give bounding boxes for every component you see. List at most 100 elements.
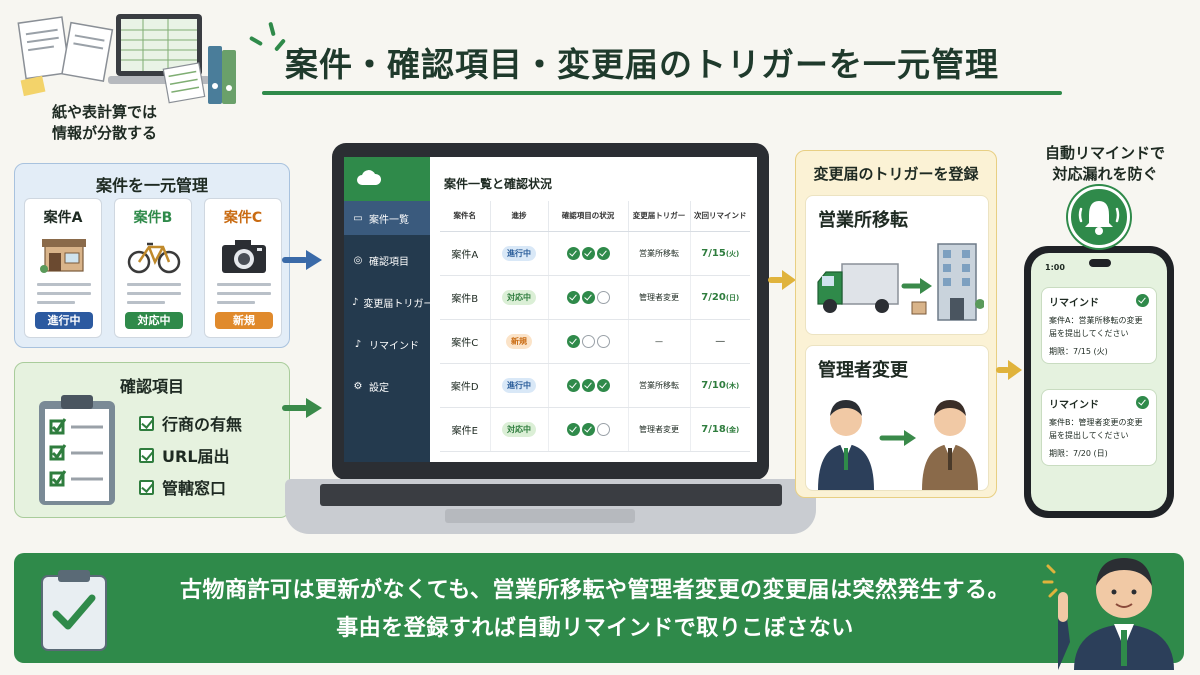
column-header[interactable]: 案件名 bbox=[440, 201, 491, 232]
table-row[interactable]: 案件E 対応中 管理者変更 7/18(金) bbox=[440, 407, 750, 452]
case-card-b[interactable]: 案件B 対応中 bbox=[114, 198, 192, 338]
case-card-c[interactable]: 案件C 新規 bbox=[204, 198, 282, 338]
laptop-keyboard bbox=[320, 484, 782, 506]
case-card-lines bbox=[217, 283, 271, 310]
reminder-title: リマインド bbox=[1049, 298, 1099, 309]
check-circle-icon bbox=[1136, 294, 1149, 307]
reminder-title: リマインド bbox=[1049, 400, 1099, 411]
trigger-cell: 営業所移転 bbox=[628, 231, 691, 276]
reminder-body: 案件A：営業所移転の変更届を提出してください bbox=[1049, 316, 1143, 338]
person-swap-icon bbox=[818, 400, 978, 490]
check-circle-icon bbox=[1136, 396, 1149, 409]
column-header[interactable]: 確認項目の状況 bbox=[548, 201, 629, 232]
shop-icon bbox=[40, 239, 86, 273]
remind-cell: 7/18(金) bbox=[690, 407, 750, 452]
arrow-right-icon bbox=[282, 398, 322, 418]
sidebar-item-label: 設定 bbox=[369, 382, 389, 394]
truck-building-icon bbox=[817, 243, 984, 321]
check-empty-icon bbox=[581, 334, 595, 348]
phone-caption-line: 対応漏れを防ぐ bbox=[1052, 165, 1158, 183]
case-name-cell: 案件D bbox=[440, 363, 491, 408]
smartphone: 1:00 リマインド 案件A：営業所移転の変更届を提出してください 期限：7/1… bbox=[1024, 246, 1174, 518]
checkbox-icon bbox=[139, 447, 154, 463]
trigger-card-office-move[interactable]: 営業所移転 bbox=[805, 195, 989, 335]
trigger-card-manager-change[interactable]: 管理者変更 bbox=[805, 345, 989, 491]
reminder-deadline: 期限：7/15 (火) bbox=[1049, 347, 1108, 356]
table-row[interactable]: 案件A 進行中 営業所移転 7/15(火) bbox=[440, 231, 750, 276]
businessman-pointing-illustration bbox=[1042, 558, 1174, 670]
laptop-touchpad bbox=[445, 509, 635, 523]
camera-icon bbox=[222, 240, 266, 273]
status-cell: 対応中 bbox=[490, 407, 549, 452]
check-done-icon bbox=[566, 290, 580, 304]
check-done-icon bbox=[566, 378, 580, 392]
sidebar-item-label: 確認項目 bbox=[369, 256, 409, 268]
check-items-panel: 確認項目 行商の有無 URL届出 管轄窓口 bbox=[14, 362, 290, 518]
sidebar-item-label: 変更届トリガー bbox=[363, 298, 434, 310]
checkbox-icon bbox=[139, 415, 154, 431]
check-done-icon bbox=[596, 246, 610, 260]
case-card-name: 案件A bbox=[43, 210, 83, 226]
check-done-icon bbox=[581, 246, 595, 260]
check-done-icon bbox=[566, 246, 580, 260]
clipboard-check-icon bbox=[41, 570, 107, 651]
table-row[interactable]: 案件C 新規 — — bbox=[440, 319, 750, 364]
remind-dow: (金) bbox=[725, 425, 740, 434]
cases-panel-title: 案件を一元管理 bbox=[95, 176, 208, 195]
check-item: 管轄窓口 bbox=[139, 475, 226, 499]
reminder-card[interactable]: リマインド 案件A：営業所移転の変更届を提出してください 期限：7/15 (火) bbox=[1041, 287, 1157, 364]
check-done-icon bbox=[581, 378, 595, 392]
case-status-badge: 対応中 bbox=[125, 312, 183, 329]
checks-cell bbox=[548, 231, 629, 276]
remind-cell: 7/20(日) bbox=[690, 275, 750, 320]
remind-dow: (火) bbox=[725, 249, 740, 258]
page-title: 案件・確認項目・変更届のトリガーを一元管理 bbox=[285, 45, 999, 84]
status-badge: 進行中 bbox=[502, 245, 536, 261]
case-name-cell: 案件E bbox=[440, 407, 491, 452]
check-done-icon bbox=[596, 378, 610, 392]
triggers-panel-title: 変更届のトリガーを登録 bbox=[813, 165, 979, 183]
status-bar-time: 1:00 bbox=[1045, 263, 1065, 272]
checks-cell bbox=[548, 363, 629, 408]
check-item-label: URL届出 bbox=[162, 447, 230, 466]
status-cell: 進行中 bbox=[490, 363, 549, 408]
check-done-icon bbox=[581, 290, 595, 304]
column-header[interactable]: 進捗 bbox=[490, 201, 549, 232]
sidebar-item-remind[interactable]: ♪リマインド bbox=[344, 327, 430, 361]
arrow-right-icon bbox=[768, 270, 798, 290]
check-done-icon bbox=[581, 422, 595, 436]
status-badge: 対応中 bbox=[502, 421, 536, 437]
trigger-cell: 管理者変更 bbox=[628, 407, 691, 452]
status-badge: 進行中 bbox=[502, 377, 536, 393]
check-done-icon bbox=[566, 422, 580, 436]
banner-line: 古物商許可は更新がなくても、営業所移転や管理者変更の変更届は突然発生する。 bbox=[179, 578, 1011, 603]
sidebar-item-settings[interactable]: ⚙ 設定 bbox=[344, 369, 430, 403]
main-title: 案件一覧と確認状況 bbox=[444, 177, 553, 191]
case-name-cell: 案件A bbox=[440, 231, 491, 276]
case-card-lines bbox=[37, 283, 91, 310]
trigger-cell: 管理者変更 bbox=[628, 275, 691, 320]
column-header[interactable]: 次回リマインド bbox=[690, 201, 750, 232]
arrow-right-icon bbox=[996, 360, 1024, 380]
sparkle-icon bbox=[248, 21, 290, 62]
sidebar-item-cases[interactable]: ▭案件一覧 bbox=[344, 201, 430, 235]
gear-icon: ⚙ bbox=[353, 380, 363, 392]
check-panel-title: 確認項目 bbox=[119, 377, 184, 396]
column-header[interactable]: 変更届トリガー bbox=[628, 201, 691, 232]
remind-date: 7/18 bbox=[701, 423, 726, 435]
case-card-a[interactable]: 案件A 進行中 bbox=[24, 198, 102, 338]
title-underline bbox=[262, 91, 1062, 95]
check-empty-icon bbox=[596, 334, 610, 348]
table-row[interactable]: 案件D 進行中 営業所移転 7/10(木) bbox=[440, 363, 750, 408]
reminder-card[interactable]: リマインド 案件B：管理者変更の変更届を提出してください 期限：7/20 (日) bbox=[1041, 389, 1157, 466]
checks-cell bbox=[548, 275, 629, 320]
remind-date: 7/15 bbox=[701, 247, 726, 259]
scatter-caption-line: 情報が分散する bbox=[52, 124, 158, 142]
table-row[interactable]: 案件B 対応中 管理者変更 7/20(日) bbox=[440, 275, 750, 320]
trigger-card-title: 管理者変更 bbox=[818, 360, 908, 381]
sidebar-item-check-items[interactable]: ◎確認項目 bbox=[344, 243, 430, 277]
remind-dow: (木) bbox=[725, 381, 740, 390]
check-done-icon bbox=[566, 334, 580, 348]
phone-caption: 自動リマインドで 対応漏れを防ぐ bbox=[1030, 143, 1180, 185]
sidebar-item-triggers[interactable]: ♪変更届トリガー bbox=[344, 285, 434, 319]
